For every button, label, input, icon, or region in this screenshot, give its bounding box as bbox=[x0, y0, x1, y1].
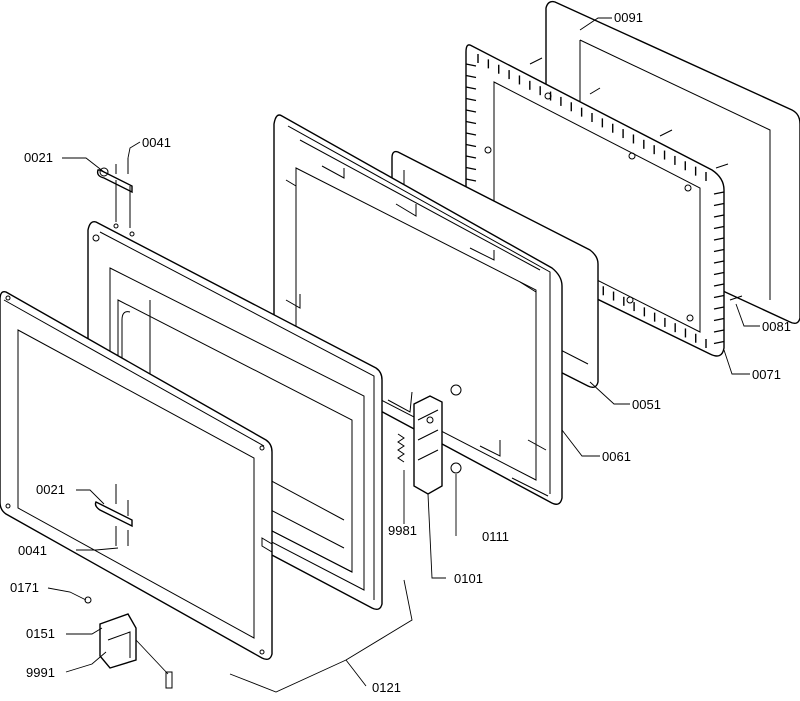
label-0111: 0111 bbox=[482, 529, 509, 544]
label-0071: 0071 bbox=[752, 367, 781, 382]
label-0121: 0121 bbox=[372, 680, 401, 695]
label-0021-top: 0021 bbox=[24, 150, 53, 165]
part-0021-bottom-hinge bbox=[94, 484, 133, 546]
label-0101: 0101 bbox=[454, 571, 483, 586]
label-0051: 0051 bbox=[632, 397, 661, 412]
part-0111-screw bbox=[450, 462, 462, 474]
label-0171: 0171 bbox=[10, 580, 39, 595]
label-9991: 9991 bbox=[26, 665, 55, 680]
part-labels: 0091 0021 0041 0081 0071 0051 0061 0021 … bbox=[10, 10, 791, 695]
label-0151: 0151 bbox=[26, 626, 55, 641]
label-0041-top: 0041 bbox=[142, 135, 171, 150]
part-0101-latch bbox=[413, 384, 462, 495]
part-front-frame bbox=[0, 290, 273, 661]
label-0091: 0091 bbox=[614, 10, 643, 25]
part-0151-key bbox=[84, 596, 173, 689]
label-0061: 0061 bbox=[602, 449, 631, 464]
label-0081: 0081 bbox=[762, 319, 791, 334]
label-0041-bottom: 0041 bbox=[18, 543, 47, 558]
part-0071-choke-gasket bbox=[465, 44, 743, 357]
leader-lines bbox=[47, 17, 760, 693]
part-9981-spring bbox=[397, 433, 405, 463]
part-0061-door-frame bbox=[273, 114, 563, 505]
label-0021-bottom: 0021 bbox=[36, 482, 65, 497]
part-0021-top-hinge bbox=[96, 158, 133, 228]
label-9981: 9981 bbox=[388, 523, 417, 538]
